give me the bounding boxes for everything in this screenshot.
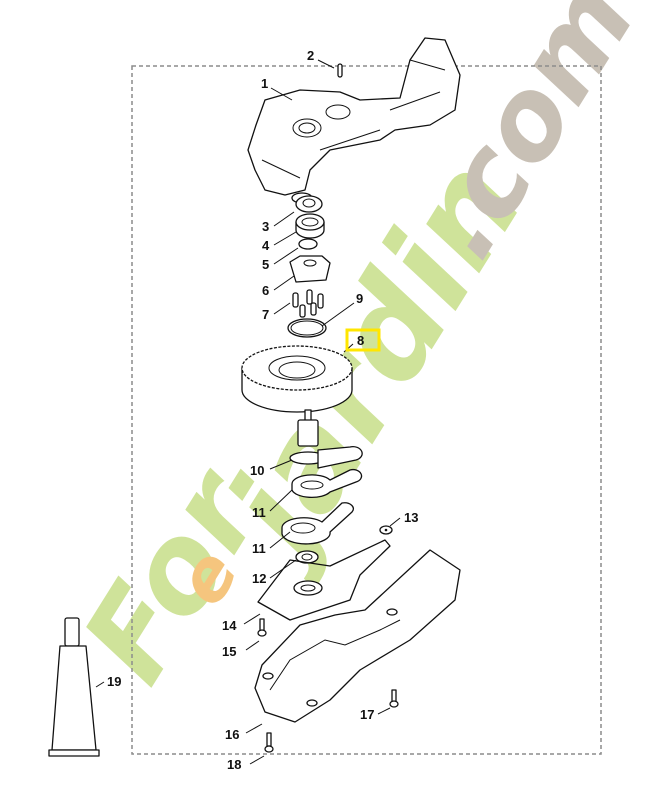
callout-4[interactable]: 4 [262, 238, 270, 253]
callout-7[interactable]: 7 [262, 307, 269, 322]
callout-13[interactable]: 13 [404, 510, 418, 525]
callout-15[interactable]: 15 [222, 644, 236, 659]
part-18-screw[interactable] [264, 732, 274, 753]
part-19-grease-tube[interactable] [48, 617, 100, 757]
callout-18[interactable]: 18 [227, 757, 241, 772]
part-13-washer[interactable] [379, 525, 393, 535]
part-10-eccentric-shaft[interactable] [289, 409, 363, 469]
part-6-drive-dog[interactable] [289, 255, 331, 283]
callout-labels: 1 2 3 4 5 6 7 8 9 10 11 11 12 13 14 15 1… [107, 48, 418, 772]
part-15-screw[interactable] [257, 618, 267, 637]
callout-8[interactable]: 8 [357, 333, 364, 348]
callout-14[interactable]: 14 [222, 618, 237, 633]
callout-16[interactable]: 16 [225, 727, 239, 742]
callout-12[interactable]: 12 [252, 571, 266, 586]
part-4-bearing[interactable] [295, 213, 325, 239]
callout-19[interactable]: 19 [107, 674, 121, 689]
callout-17[interactable]: 17 [360, 707, 374, 722]
part-11-connecting-link-lower[interactable] [281, 502, 355, 545]
callout-9[interactable]: 9 [356, 291, 363, 306]
callout-2[interactable]: 2 [307, 48, 314, 63]
part-17-screw[interactable] [389, 689, 399, 708]
callout-11-lower[interactable]: 11 [252, 541, 266, 556]
part-16-gear-cover[interactable] [254, 549, 461, 723]
part-9-o-ring[interactable] [287, 318, 327, 338]
callout-5[interactable]: 5 [262, 257, 269, 272]
callout-11[interactable]: 11 [252, 505, 266, 520]
callout-3[interactable]: 3 [262, 219, 269, 234]
part-7-rollers[interactable] [292, 289, 324, 318]
part-14-gasket[interactable] [257, 539, 391, 621]
part-5-circlip[interactable] [298, 238, 318, 250]
callout-6[interactable]: 6 [262, 283, 269, 298]
part-8-spur-gear[interactable] [241, 345, 353, 413]
part-12-bearing-seal[interactable] [293, 550, 323, 596]
diagram-frame [131, 65, 602, 755]
part-3-seal[interactable] [295, 195, 323, 213]
part-11-connecting-link-upper[interactable] [291, 468, 363, 499]
callout-1[interactable]: 1 [261, 76, 268, 91]
part-2-pin[interactable] [337, 63, 343, 78]
callout-10[interactable]: 10 [250, 463, 264, 478]
leader-lines [95, 59, 401, 765]
highlight-box-part-8 [345, 328, 381, 352]
